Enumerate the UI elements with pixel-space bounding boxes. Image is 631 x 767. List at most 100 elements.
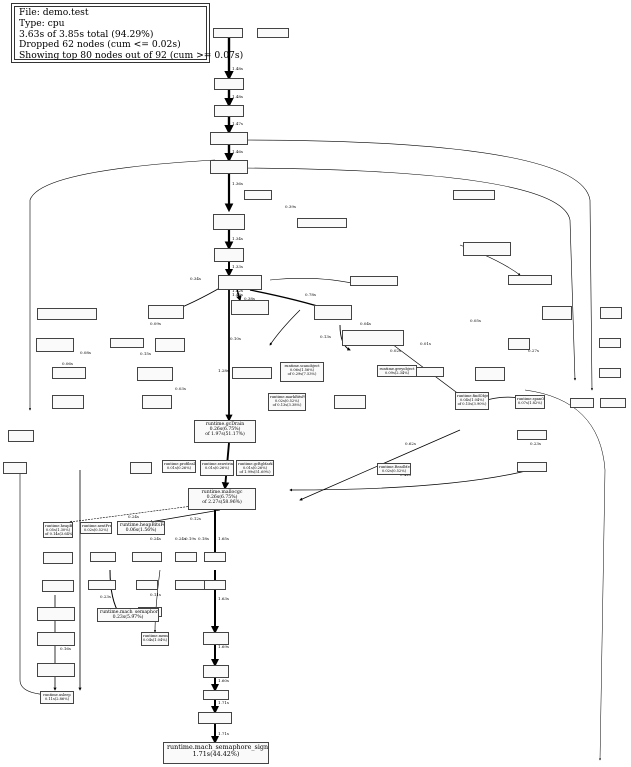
legend-type: Type: cpu [19,17,65,29]
node-profilealloc[interactable]: runtime.profilealloc 0.01s(0.26%) [162,460,196,473]
graph-node[interactable] [90,552,116,562]
edge-weight-label: 1.65s [218,536,229,541]
graph-node[interactable] [37,308,97,320]
graph-node[interactable] [599,338,621,348]
edge-weight-label: 0.19s [185,536,196,541]
graph-node[interactable] [142,395,172,409]
graph-node[interactable] [155,338,185,352]
graph-node[interactable] [517,430,547,440]
graph-node[interactable] [198,712,232,724]
graph-node[interactable] [37,663,75,677]
graph-node[interactable] [204,552,226,562]
graph-node[interactable] [508,275,552,285]
graph-node[interactable] [52,395,84,409]
edge-weight-label: 1.33s [232,264,243,269]
graph-node[interactable] [214,248,244,262]
graph-node[interactable] [37,607,75,621]
graph-node[interactable] [350,276,398,286]
edge-weight-label: 0.02s [390,348,401,353]
graph-node[interactable] [132,552,162,562]
node-gcdrain[interactable]: runtime.gcDrain 0.26s(6.75%) of 1.97s(51… [194,420,256,443]
node-scanobject[interactable]: runtime.scanobject 0.06s(1.56%) of 0.29s… [280,362,324,382]
edge-weight-label: 1.28s [218,368,229,373]
node-usleep[interactable]: runtime.usleep 0.11s(2.86%) [40,691,74,704]
graph-node[interactable] [542,306,572,320]
graph-node[interactable] [130,462,152,474]
node-rawstring[interactable]: runtime.rawstring 0.01s(0.26%) [200,460,234,476]
graph-node[interactable] [570,398,594,408]
node-semasleep[interactable]: runtime.mach_semaphore_timedwait 0.23s(5… [97,608,159,622]
node-greyobject[interactable]: runtime.greyobject 0.09s(2.34%) [377,365,417,377]
edge-weight-label: 0.06s [62,361,73,366]
node-heapbitssettype[interactable]: runtime.heapBitsSetType 0.05s(1.30%) of … [43,522,73,538]
edge-weight-label: 1.34s [232,236,243,241]
graph-node[interactable] [203,632,229,645]
edge-weight-label: 0.01s [420,341,431,346]
graph-node[interactable] [599,368,621,378]
graph-node[interactable] [314,305,352,320]
graph-node[interactable] [36,338,74,352]
node-spanof[interactable]: runtime.spanOf 0.07s(1.82%) [515,395,545,409]
graph-node[interactable] [475,367,505,381]
graph-node[interactable] [600,398,626,408]
graph-node[interactable] [137,367,173,381]
graph-node[interactable] [342,330,404,346]
graph-node[interactable] [214,78,244,90]
edge-weight-label: 0.38s [244,296,255,301]
graph-node[interactable] [204,580,226,590]
graph-node[interactable] [214,105,244,117]
node-memclr[interactable]: runtime.memclr 0.04s(1.04%) [141,632,169,646]
node-findobject[interactable]: runtime.findObject 0.04s(1.04%) of 0.15s… [455,392,489,410]
node-markbits[interactable]: runtime.markBitsForAddr 0.02s(0.52%) of … [268,393,306,411]
edge-weight-label: 0.62s [405,441,416,446]
graph-node[interactable] [210,132,248,145]
edge-weight-label: 0.13s [320,334,331,339]
graph-node[interactable] [210,160,248,174]
graph-node[interactable] [148,305,184,319]
graph-node[interactable] [231,300,269,315]
graph-node[interactable] [463,242,511,256]
node-readmemstats[interactable]: runtime.ReadMemStats 0.02s(0.52%) [377,463,411,475]
graph-node[interactable] [203,665,229,678]
graph-node[interactable] [232,367,272,379]
graph-node[interactable] [136,580,158,590]
node-mach-semaphore-signal[interactable]: runtime.mach_semaphore_signal 1.71s(44.4… [163,742,269,764]
edge-weight-label: 1.60s [218,678,229,683]
edge-weight-label: 1.63s [218,596,229,601]
edge-weight-label: 0.12s [190,516,201,521]
edge-weight-label: 0.24s [175,536,186,541]
edge-weight-label: 0.78s [305,292,316,297]
graph-node[interactable] [218,275,262,290]
graph-node[interactable] [453,190,495,200]
node-heapbitsforaddr[interactable]: runtime.heapBitsForAddr 0.06s(1.56%) [117,521,165,535]
edge-weight-label: 0.39s [285,204,296,209]
graph-node[interactable] [297,218,347,228]
edge-weight-label: 0.18s [198,536,209,541]
graph-node[interactable] [43,552,73,564]
node-nextfreefast[interactable]: runtime.nextFreeFast 0.02s(0.52%) [80,522,112,534]
graph-node[interactable] [213,28,243,38]
graph-node[interactable] [213,214,245,230]
graph-node[interactable] [600,307,622,319]
graph-node[interactable] [257,28,289,38]
graph-node[interactable] [3,462,27,474]
graph-node[interactable] [42,580,74,592]
graph-node[interactable] [37,632,75,646]
graph-node[interactable] [175,580,205,590]
edge-right-long-2 [239,167,577,381]
graph-node[interactable] [88,580,116,590]
node-gcbgmarkworker[interactable]: runtime.gcBgMarkWorker 0.01s(0.26%) of 1… [236,460,274,476]
node-mallocgc[interactable]: runtime.mallocgc 0.26s(6.75%) of 2.27s(5… [188,488,256,510]
graph-node[interactable] [244,190,272,200]
edge-mallocgc-left [69,504,201,523]
edge-weight-label: 0.24s [150,536,161,541]
edge-weight-label: 0.23s [530,441,541,446]
graph-node[interactable] [334,395,366,409]
graph-node[interactable] [52,367,86,379]
graph-node[interactable] [508,338,530,350]
graph-node[interactable] [175,552,197,562]
graph-node[interactable] [8,430,34,442]
graph-node[interactable] [517,462,547,472]
graph-node[interactable] [203,690,229,700]
graph-node[interactable] [110,338,144,348]
